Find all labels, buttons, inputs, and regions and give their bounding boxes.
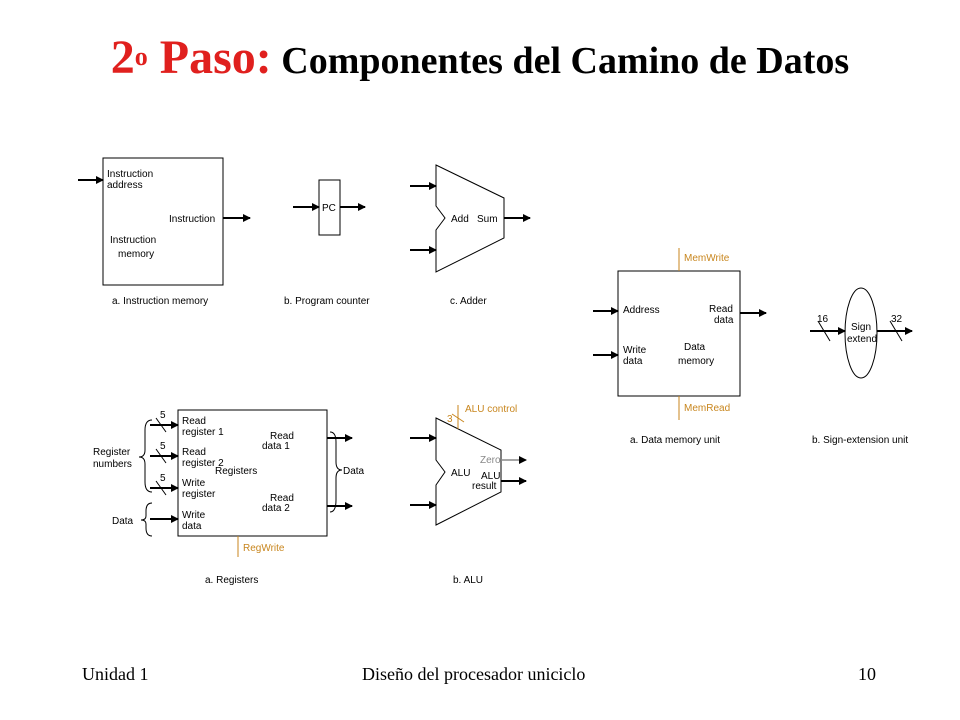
alu-caption: b. ALU (453, 575, 483, 586)
width-label-3: 5 (160, 473, 166, 484)
registers-caption: a. Registers (205, 575, 258, 586)
sign-extend-input-width: 16 (817, 314, 829, 325)
instruction-memory-caption: a. Instruction memory (112, 296, 208, 307)
adder-sum-label: Sum (477, 214, 498, 225)
sign-extend-block (844, 287, 878, 379)
instruction-memory-block (102, 157, 224, 286)
width-label-1: 5 (160, 410, 166, 421)
footer-page-number: 10 (858, 664, 876, 684)
data-output-label: Data (343, 466, 365, 477)
width-slash-2 (155, 448, 167, 464)
sign-extend-input-slash (817, 320, 831, 342)
memwrite-label: MemWrite (684, 253, 730, 264)
title-main: Paso: (147, 31, 272, 84)
address-label: Address (623, 305, 660, 316)
title-superscript: o (134, 41, 148, 71)
instruction-output-label: Instruction (169, 214, 215, 225)
width-label-2: 5 (160, 441, 166, 452)
data-input-brace (140, 502, 153, 537)
registers-block (177, 409, 328, 537)
data-input-label: Data (112, 516, 134, 527)
register-numbers-brace (138, 419, 153, 493)
footer-course: Diseño del procesador uniciclo (362, 664, 586, 684)
sign-extend-caption: b. Sign-extension unit (812, 435, 908, 446)
sign-extend-output-slash (889, 320, 903, 342)
program-counter: PC b. Program counter (284, 179, 370, 307)
slide-title: 2o Paso: Componentes del Camino de Datos (0, 30, 960, 85)
alu-control-label: ALU control (465, 404, 517, 415)
adder: Add Sum c. Adder (410, 164, 531, 307)
data-memory-block (617, 270, 741, 397)
memread-label: MemRead (684, 403, 730, 414)
alu-zero-label: Zero (480, 455, 501, 466)
adder-add-label: Add (451, 214, 469, 225)
pc-label: PC (322, 203, 336, 214)
pc-caption: b. Program counter (284, 296, 370, 307)
title-subtitle: Componentes del Camino de Datos (271, 40, 850, 82)
footer-unit: Unidad 1 (82, 664, 149, 684)
title-number: 2 (110, 31, 135, 84)
width-slash-1 (155, 417, 167, 433)
alu-control-width: 3 (447, 414, 453, 425)
width-slash-3 (155, 480, 167, 496)
regwrite-label: RegWrite (243, 543, 285, 554)
alu-label: ALU (451, 468, 470, 479)
adder-caption: c. Adder (450, 296, 487, 307)
data-output-brace (329, 431, 343, 513)
alu-control-slash (451, 413, 465, 423)
registers-label: Registers (215, 466, 257, 477)
data-memory-caption: a. Data memory unit (630, 435, 720, 446)
sign-extend-output-width: 32 (891, 314, 903, 325)
